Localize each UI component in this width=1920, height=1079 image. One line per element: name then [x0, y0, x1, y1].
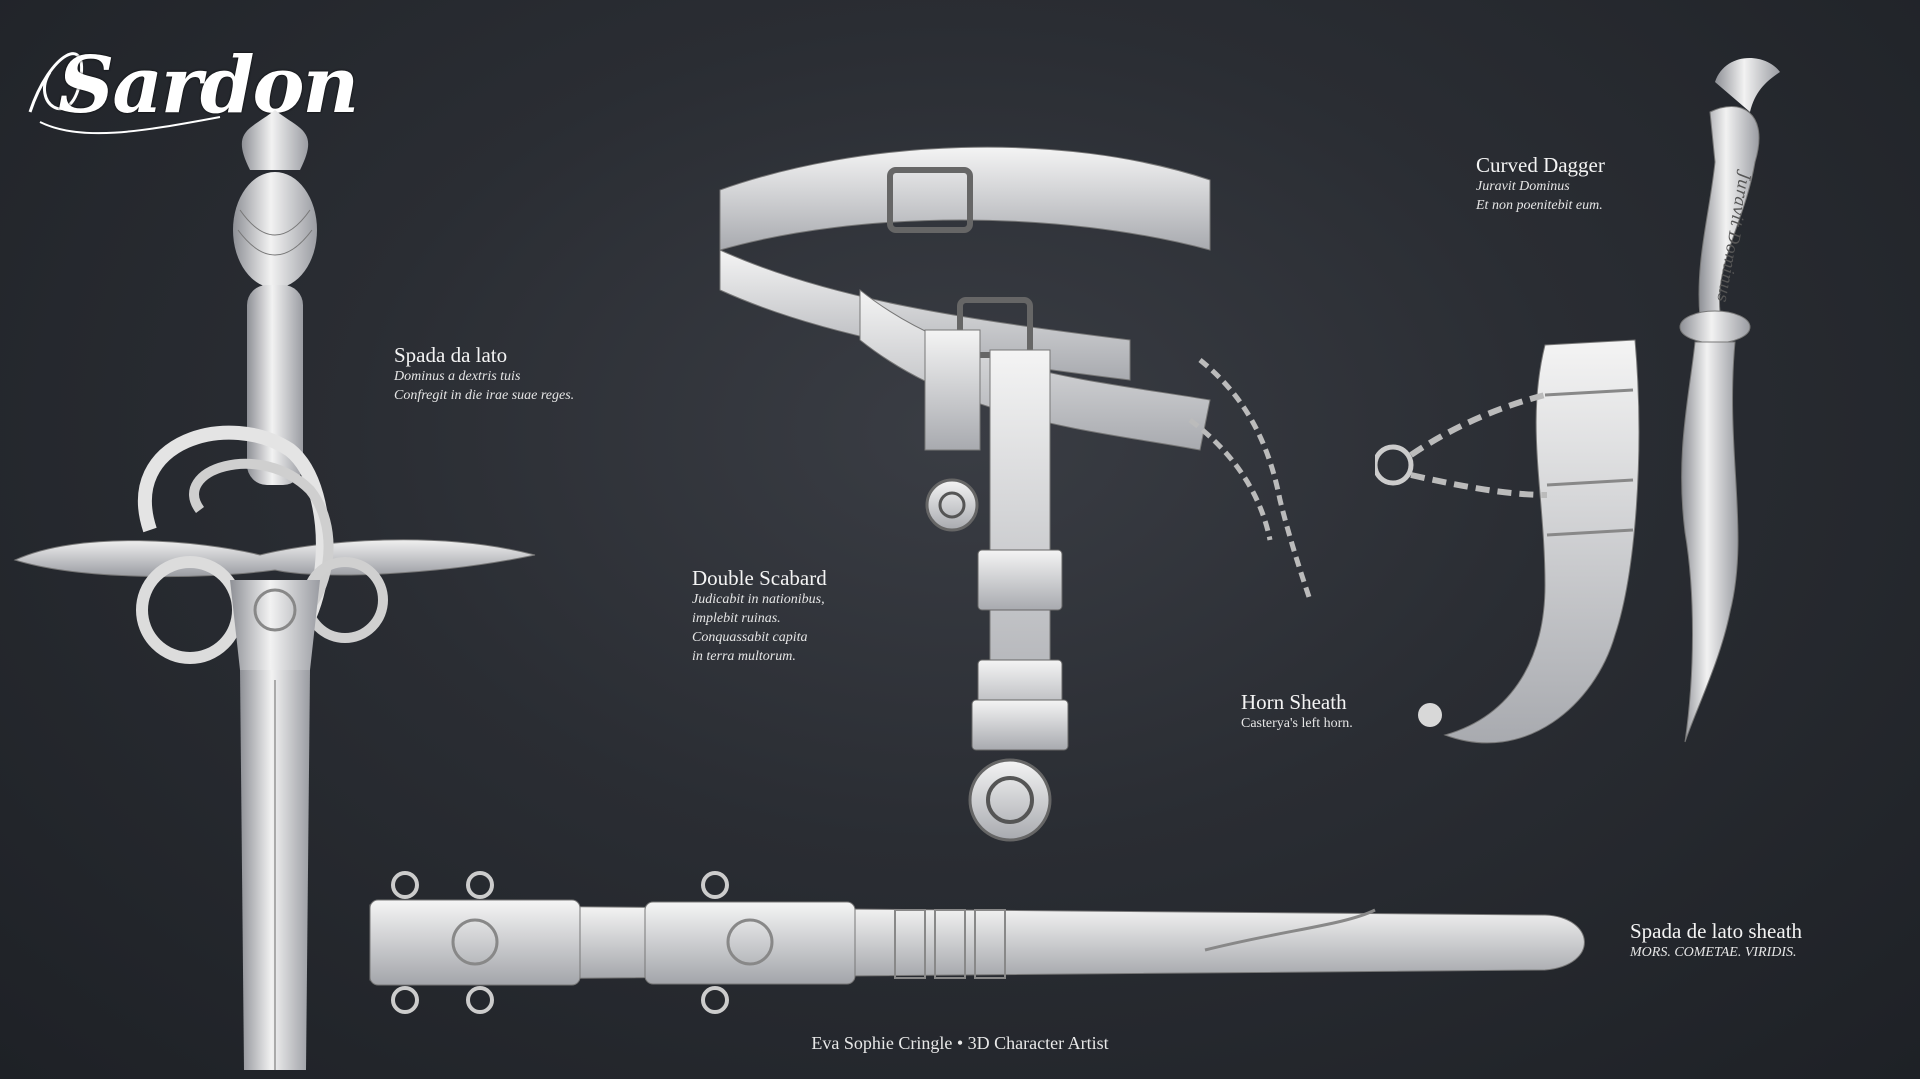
caption-spada-da-lato: Spada da lato Dominus a dextris tuis Con…	[394, 343, 574, 405]
caption-line: Judicabit in nationibus,	[692, 592, 825, 607]
double-scabbard-model	[719, 146, 1313, 842]
logo-text: Sardon	[58, 40, 359, 131]
caption-title: Curved Dagger	[1476, 153, 1605, 177]
logo-flourish	[28, 52, 221, 135]
caption-line: implebit ruinas.	[692, 611, 781, 626]
caption-line: Confregit in die irae suae reges.	[394, 388, 575, 403]
curved-dagger-model: Juravit Dominus	[1679, 58, 1780, 743]
caption-curved-dagger: Curved Dagger Juravit Dominus Et non poe…	[1476, 153, 1605, 215]
caption-title: Spada de lato sheath	[1630, 919, 1803, 943]
caption-line: Conquassabit capita	[692, 630, 808, 645]
caption-line: MORS. COMETAE. VIRIDIS.	[1630, 945, 1797, 960]
caption-line: Et non poenitebit eum.	[1476, 198, 1603, 213]
caption-line: in terra multorum.	[692, 649, 796, 664]
spada-de-lato-sheath-model	[369, 871, 1585, 1014]
caption-spada-de-lato-sheath: Spada de lato sheath MORS. COMETAE. VIRI…	[1630, 919, 1802, 962]
spada-da-lato-model	[13, 110, 536, 1070]
caption-title: Double Scabard	[692, 566, 827, 590]
horn-sheath-model	[1375, 339, 1640, 744]
caption-title: Spada da lato	[394, 343, 508, 367]
caption-line: Casterya's left horn.	[1241, 716, 1353, 731]
caption-double-scabard: Double Scabard Judicabit in nationibus, …	[692, 566, 827, 666]
caption-horn-sheath: Horn Sheath Casterya's left horn.	[1241, 690, 1353, 733]
caption-title: Horn Sheath	[1241, 690, 1347, 714]
caption-line: Dominus a dextris tuis	[394, 369, 521, 384]
logo: Sardon	[20, 22, 359, 142]
caption-line: Juravit Dominus	[1476, 179, 1570, 194]
footer-credit: Eva Sophie Cringle • 3D Character Artist	[811, 1033, 1109, 1053]
